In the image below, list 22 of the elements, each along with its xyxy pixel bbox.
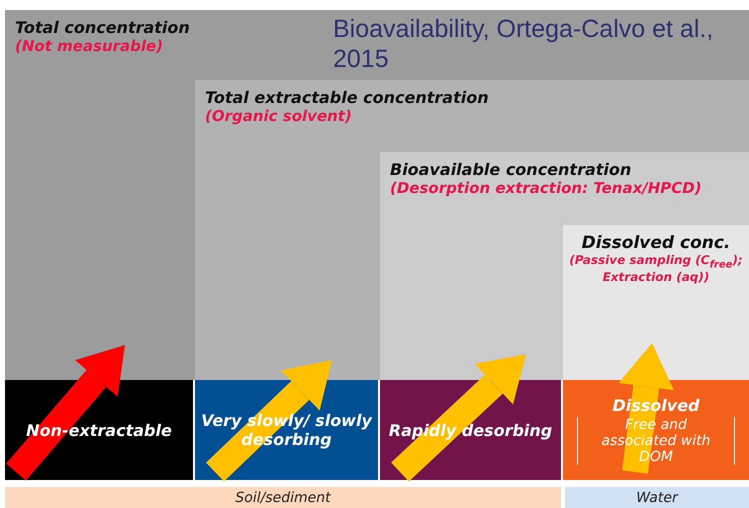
fraction-note: Free and associated with DOM	[577, 416, 735, 464]
method-note: (Desorption extraction: Tenax/HPCD)	[390, 179, 702, 197]
box-heading: Bioavailable concentration	[390, 160, 632, 179]
method-note: (Not measurable)	[15, 37, 164, 55]
arrow	[391, 354, 526, 482]
arrow	[206, 360, 332, 482]
concentration-box	[563, 225, 749, 380]
medium-label: Soil/sediment	[235, 490, 331, 506]
concentration-box	[380, 152, 749, 380]
concentration-box	[5, 10, 749, 380]
citation-text: Bioavailability, Ortega-Calvo et al., 2015	[333, 14, 714, 74]
box-heading: Dissolved conc.	[580, 233, 732, 253]
method-note: (Organic solvent)	[205, 107, 352, 125]
arrow	[618, 343, 674, 474]
medium-band	[565, 487, 749, 508]
fraction-label: Dissolved	[612, 396, 700, 414]
concentration-box	[195, 80, 749, 380]
medium-band	[5, 487, 561, 508]
method-note: (Passive sampling (C$_{free}$); Extraction (aq))	[568, 253, 744, 284]
box-heading: Total concentration	[15, 18, 190, 37]
box-heading: Total extractable concentration	[205, 88, 489, 107]
medium-label: Water	[636, 490, 678, 506]
